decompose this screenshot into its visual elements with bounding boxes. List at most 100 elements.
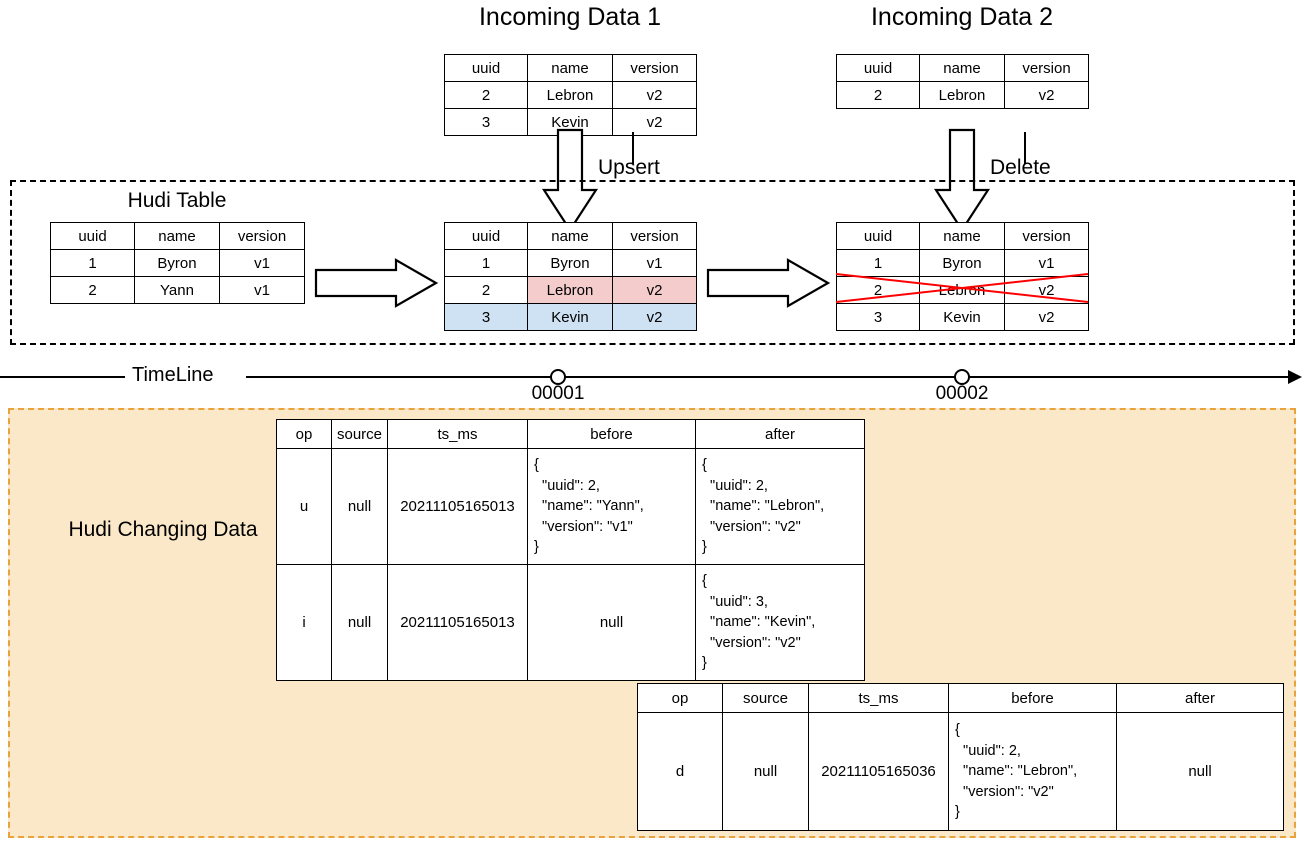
column-header-version: version — [219, 222, 305, 250]
column-header-name: name — [919, 54, 1005, 82]
cell-before: { "uuid": 2, "name": "Lebron", "version"… — [948, 712, 1117, 831]
incoming-data-2-title: Incoming Data 2 — [870, 3, 1054, 31]
cell-uuid: 3 — [444, 108, 528, 136]
table-header-row: uuid name version — [50, 222, 305, 250]
cell-uuid: 2 — [836, 276, 920, 304]
table-row: 1 Byron v1 — [50, 249, 305, 277]
column-header-after: after — [1116, 683, 1284, 713]
cell-name: Kevin — [919, 303, 1005, 331]
table-row: d null 20211105165036 { "uuid": 2, "name… — [637, 712, 1284, 831]
table-row: u null 20211105165013 { "uuid": 2, "name… — [276, 448, 865, 565]
column-header-uuid: uuid — [836, 222, 920, 250]
column-header-before: before — [948, 683, 1117, 713]
transition-arrow-delete — [706, 258, 831, 308]
delete-cross-icon — [835, 273, 1089, 303]
cell-name: Byron — [527, 249, 613, 277]
timeline-axis — [0, 369, 1302, 385]
timeline-commit-label-00002: 00002 — [935, 383, 989, 404]
cell-name: Byron — [919, 249, 1005, 277]
table-row-deleted: 2 Lebron v2 — [836, 276, 1089, 304]
cell-name: Kevin — [527, 303, 613, 331]
table-row: 3 Kevin v2 — [836, 303, 1089, 331]
column-header-version: version — [612, 222, 697, 250]
table-header-row: uuid name version — [836, 54, 1089, 82]
column-header-version: version — [1004, 222, 1089, 250]
column-header-ts-ms: ts_ms — [808, 683, 949, 713]
column-header-uuid: uuid — [836, 54, 920, 82]
table-header-row: uuid name version — [444, 54, 697, 82]
cell-name: Lebron — [527, 81, 613, 109]
hudi-after-upsert-table: uuid name version 1 Byron v1 2 Lebron v2… — [444, 222, 697, 331]
hudi-after-delete-table: uuid name version 1 Byron v1 2 Lebron v2… — [836, 222, 1089, 331]
cell-name: Yann — [134, 276, 220, 304]
upsert-label: Upsert — [598, 156, 660, 179]
changelog-table-commit-00002: op source ts_ms before after d null 2021… — [637, 683, 1284, 831]
cell-uuid: 2 — [444, 276, 528, 304]
column-header-name: name — [134, 222, 220, 250]
cell-version: v2 — [1004, 303, 1089, 331]
cell-version: v1 — [219, 276, 305, 304]
column-header-ts-ms: ts_ms — [387, 419, 528, 449]
table-header-row: op source ts_ms before after — [276, 419, 865, 449]
incoming-data-1-title: Incoming Data 1 — [478, 3, 662, 31]
cell-version: v2 — [612, 81, 697, 109]
table-row: 2 Lebron v2 — [836, 81, 1089, 109]
delete-leader-line — [1024, 132, 1026, 164]
cell-source: null — [331, 448, 388, 565]
cell-version: v1 — [1004, 249, 1089, 277]
cell-uuid: 1 — [444, 249, 528, 277]
cell-after: { "uuid": 3, "name": "Kevin", "version":… — [695, 564, 865, 681]
hudi-initial-table: uuid name version 1 Byron v1 2 Yann v1 — [50, 222, 305, 304]
table-row: 1 Byron v1 — [444, 249, 697, 277]
cell-version: v1 — [612, 249, 697, 277]
table-row-updated: 2 Lebron v2 — [444, 276, 697, 304]
table-row: 1 Byron v1 — [836, 249, 1089, 277]
cell-version: v2 — [612, 108, 697, 136]
incoming-data-1-table: uuid name version 2 Lebron v2 3 Kevin v2 — [444, 54, 697, 136]
delete-label: Delete — [990, 156, 1051, 179]
cell-version: v2 — [612, 303, 697, 331]
table-header-row: uuid name version — [836, 222, 1089, 250]
hudi-changing-data-label: Hudi Changing Data — [68, 518, 258, 541]
column-header-source: source — [722, 683, 809, 713]
column-header-uuid: uuid — [444, 222, 528, 250]
column-header-version: version — [1004, 54, 1089, 82]
hudi-table-container — [10, 180, 1295, 345]
cell-uuid: 2 — [444, 81, 528, 109]
cell-name: Lebron — [527, 276, 613, 304]
table-header-row: op source ts_ms before after — [637, 683, 1284, 713]
cell-source: null — [331, 564, 388, 681]
cell-name: Byron — [134, 249, 220, 277]
cell-version: v2 — [612, 276, 697, 304]
cell-name: Lebron — [919, 81, 1005, 109]
column-header-uuid: uuid — [444, 54, 528, 82]
column-header-name: name — [919, 222, 1005, 250]
cell-uuid: 2 — [50, 276, 135, 304]
cell-op: u — [276, 448, 332, 565]
cell-op: i — [276, 564, 332, 681]
table-row-inserted: 3 Kevin v2 — [444, 303, 697, 331]
timeline-commit-label-00001: 00001 — [531, 383, 585, 404]
cell-after: { "uuid": 2, "name": "Lebron", "version"… — [695, 448, 865, 565]
hudi-table-title: Hudi Table — [127, 189, 227, 212]
cell-uuid: 1 — [836, 249, 920, 277]
column-header-source: source — [331, 419, 388, 449]
column-header-uuid: uuid — [50, 222, 135, 250]
timeline-commit-marker — [550, 369, 566, 385]
column-header-op: op — [637, 683, 723, 713]
cell-ts-ms: 20211105165036 — [808, 712, 949, 831]
table-row: 2 Yann v1 — [50, 276, 305, 304]
timeline-commit-marker — [954, 369, 970, 385]
cell-ts-ms: 20211105165013 — [387, 564, 528, 681]
column-header-after: after — [695, 419, 865, 449]
column-header-name: name — [527, 54, 613, 82]
cell-before: null — [527, 564, 696, 681]
column-header-before: before — [527, 419, 696, 449]
column-header-version: version — [612, 54, 697, 82]
column-header-name: name — [527, 222, 613, 250]
cell-op: d — [637, 712, 723, 831]
transition-arrow-upsert — [314, 258, 439, 308]
cell-ts-ms: 20211105165013 — [387, 448, 528, 565]
table-row: 2 Lebron v2 — [444, 81, 697, 109]
table-row: i null 20211105165013 null { "uuid": 3, … — [276, 564, 865, 681]
